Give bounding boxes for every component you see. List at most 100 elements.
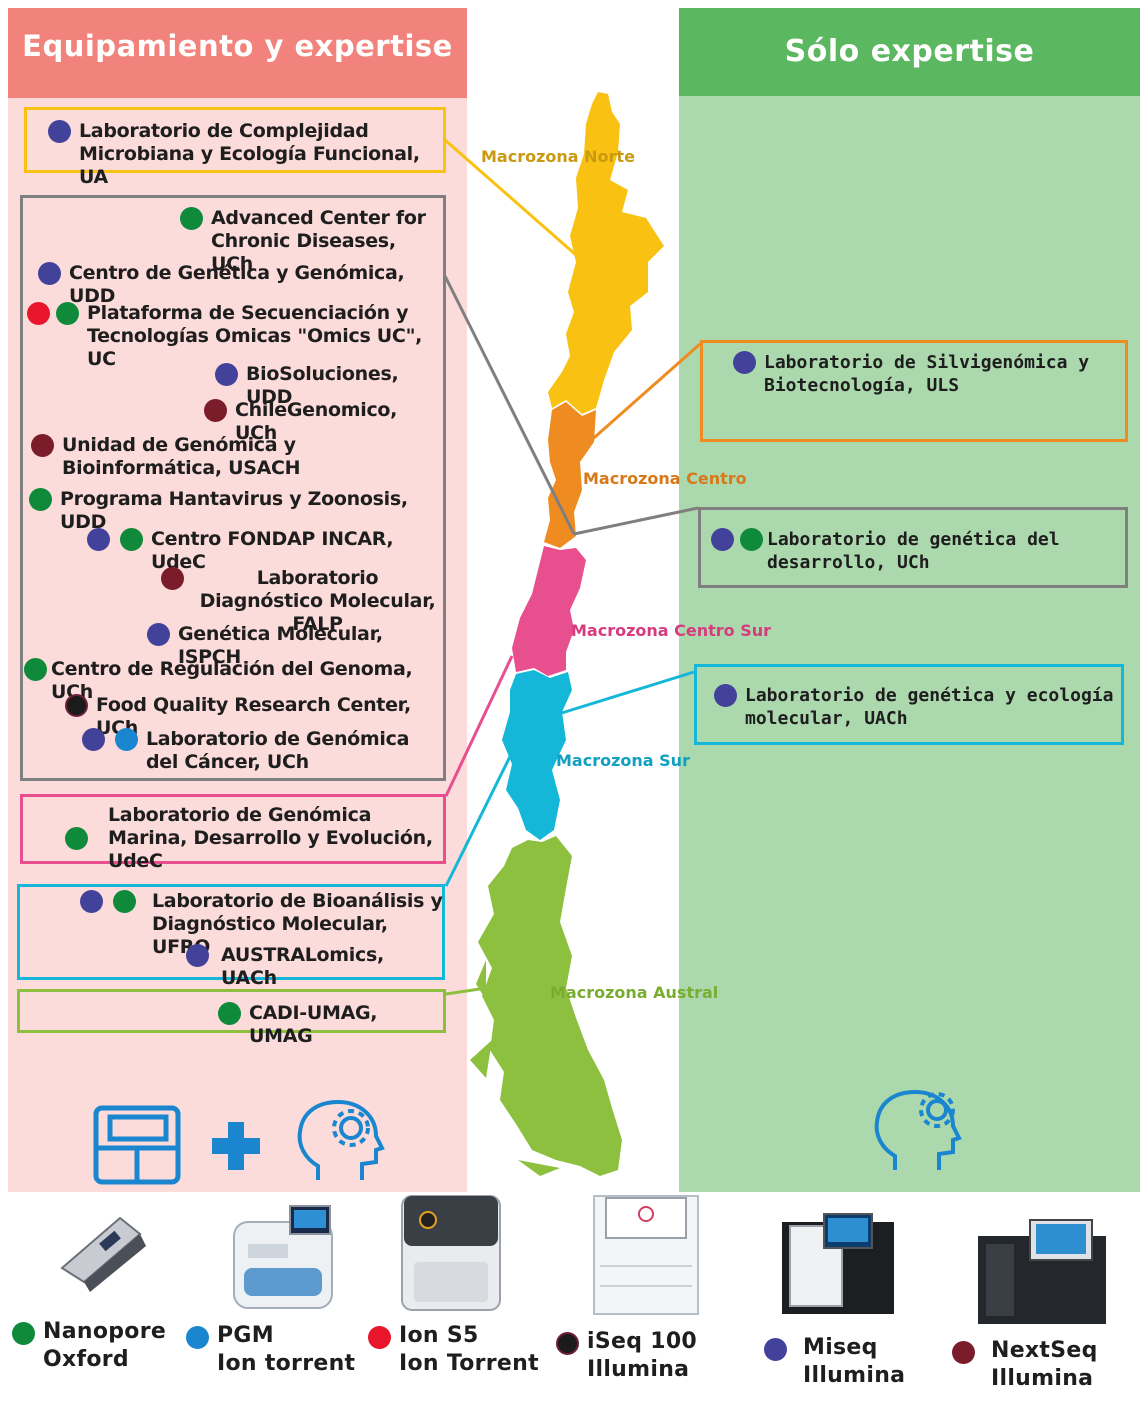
- centro-expertise-box: [700, 340, 1128, 442]
- zone-label-norte: Macrozona Norte: [481, 147, 635, 166]
- zone-label-centro-sur: Macrozona Centro Sur: [571, 621, 772, 640]
- map-zone-sur: [502, 670, 572, 840]
- nanopore-dot-icon: [24, 658, 47, 681]
- lab-cancer-name: Laboratorio de Genómica del Cáncer, UCh: [146, 728, 410, 773]
- lab-genomica-marina: Laboratorio de Genómica Marina, Desarrol…: [65, 804, 443, 873]
- lab-crg-name: Centro de Regulación del Genoma, UCh: [51, 658, 413, 703]
- legend-nanopore-line2: Oxford: [43, 1347, 129, 1372]
- miseq-dot-icon: [48, 120, 71, 143]
- lab-accdis: Advanced Center for Chronic Diseases, UC…: [180, 207, 442, 276]
- lab-ispch: Genética Molecular, ISPCH: [147, 623, 443, 669]
- nanopore-dot-icon: [12, 1322, 35, 1345]
- lab-uls: Laboratorio de Silvigenómica y Biotecnol…: [733, 351, 1123, 397]
- legend-pgm-line2: Ion torrent: [217, 1351, 356, 1376]
- lab-chilegenomico: ChileGenomico, UCh: [204, 399, 444, 445]
- lab-incar: Centro FONDAP INCAR, UdeC: [87, 528, 443, 574]
- miseq-dot-icon: [186, 944, 209, 967]
- nanopore-dot-icon: [65, 827, 88, 850]
- norte-lab-box: [24, 107, 446, 173]
- lab-ua-name: Laboratorio de Complejidad Microbiana y …: [79, 120, 420, 188]
- lab-australomics-name: AUSTRALomics, UACh: [221, 944, 384, 989]
- left-panel-header: Equipamiento y expertise: [8, 8, 467, 98]
- miseq-dot-icon: [714, 684, 737, 707]
- miseq-dot-icon: [87, 528, 110, 551]
- lab-ua: Laboratorio de Complejidad Microbiana y …: [48, 120, 443, 189]
- zone-label-centro: Macrozona Centro: [583, 469, 747, 488]
- legend-iseq-line1: iSeq 100: [587, 1329, 698, 1354]
- map-zone-centro: [544, 402, 596, 548]
- lab-biosoluciones-name: BioSoluciones, UDD: [246, 363, 399, 408]
- nanopore-dot-icon: [113, 890, 136, 913]
- map-zone-centro-sur: [512, 546, 586, 676]
- legend-ion-s5-line2: Ion Torrent: [399, 1351, 539, 1376]
- miseq-dot-icon: [38, 262, 61, 285]
- legend-miseq-line1: Miseq: [803, 1335, 878, 1360]
- pgm-dot-icon: [186, 1326, 209, 1349]
- nanopore-dot-icon: [180, 207, 203, 230]
- map-zone-norte: [548, 92, 664, 414]
- right-panel: [679, 8, 1140, 1192]
- centro-expertise-box-2: [698, 507, 1128, 588]
- centro-sur-lab-box: [20, 794, 446, 864]
- sur-expertise-box: [694, 664, 1124, 745]
- lab-cgg-udd-name: Centro de Genética y Genómica, UDD: [69, 262, 405, 307]
- legend-ion-s5-line1: Ion S5: [399, 1323, 479, 1348]
- legend-nextseq-line2: Illumina: [991, 1366, 1094, 1391]
- map-zone-austral: [478, 836, 622, 1176]
- lab-food-quality: Food Quality Research Center, UCh: [65, 694, 445, 740]
- lab-hantavirus-name: Programa Hantavirus y Zoonosis, UDD: [60, 488, 408, 533]
- legend-miseq-line2: Illumina: [803, 1363, 906, 1388]
- miseq-dot-icon: [82, 728, 105, 751]
- lab-cadi-umag: CADI-UMAG, UMAG: [218, 1002, 444, 1048]
- centro-lab-box: [20, 195, 446, 781]
- lab-cgg-udd: Centro de Genética y Genómica, UDD: [38, 262, 444, 308]
- lab-uls-name: Laboratorio de Silvigenómica y Biotecnol…: [764, 352, 1090, 396]
- lab-falp: Laboratorio Diagnóstico Molecular, FALP: [161, 567, 443, 636]
- austral-lab-box: [17, 989, 446, 1033]
- nanopore-dot-icon: [120, 528, 143, 551]
- miseq-dot-icon: [80, 890, 103, 913]
- nanopore-dot-icon: [740, 528, 763, 551]
- nextseq-dot-icon: [31, 434, 54, 457]
- legend-nextseq-line1: NextSeq: [991, 1338, 1098, 1363]
- lab-uach: Laboratorio de genética y ecología molec…: [714, 684, 1118, 730]
- iseq-dot-icon: [65, 694, 88, 717]
- lab-usach-name: Unidad de Genómica y Bioinformática, USA…: [62, 434, 301, 479]
- legend-nanopore-line1: Nanopore: [43, 1319, 167, 1344]
- lab-cadi-umag-name: CADI-UMAG, UMAG: [249, 1002, 378, 1047]
- lab-genomica-marina-name: Laboratorio de Genómica Marina, Desarrol…: [108, 804, 433, 872]
- nanopore-dot-icon: [56, 302, 79, 325]
- lab-desarrollo-uch: Laboratorio de genética del desarrollo, …: [711, 528, 1121, 574]
- lab-australomics: AUSTRALomics, UACh: [186, 944, 444, 990]
- lab-chilegenomico-name: ChileGenomico, UCh: [235, 399, 398, 444]
- lab-usach: Unidad de Genómica y Bioinformática, USA…: [31, 434, 443, 480]
- zone-label-austral: Macrozona Austral: [550, 983, 719, 1002]
- lab-crg: Centro de Regulación del Genoma, UCh: [24, 658, 444, 704]
- legend-ion-s5: Ion S5 Ion Torrent: [368, 1322, 539, 1378]
- lab-uach-name: Laboratorio de genética y ecología molec…: [745, 685, 1114, 729]
- ion-s5-dot-icon: [368, 1326, 391, 1349]
- lab-ufro: Laboratorio de Bioanálisis y Diagnóstico…: [80, 890, 444, 959]
- sur-lab-box: [17, 884, 445, 980]
- lab-omics-uc: Plataforma de Secuenciación y Tecnología…: [27, 302, 443, 371]
- nextseq-dot-icon: [952, 1341, 975, 1364]
- miseq-dot-icon: [764, 1338, 787, 1361]
- lab-ispch-name: Genética Molecular, ISPCH: [178, 623, 383, 668]
- nanopore-dot-icon: [218, 1002, 241, 1025]
- nextseq-dot-icon: [204, 399, 227, 422]
- miseq-dot-icon: [147, 623, 170, 646]
- iseq-dot-icon: [556, 1332, 579, 1355]
- lab-cancer: Laboratorio de Genómica del Cáncer, UCh: [82, 728, 444, 774]
- left-panel: [8, 8, 467, 1192]
- lab-incar-name: Centro FONDAP INCAR, UdeC: [151, 528, 394, 573]
- right-panel-header: Sólo expertise: [679, 8, 1140, 96]
- lab-hantavirus: Programa Hantavirus y Zoonosis, UDD: [29, 488, 443, 534]
- lab-ufro-name: Laboratorio de Bioanálisis y Diagnóstico…: [152, 890, 443, 958]
- lab-accdis-name: Advanced Center for Chronic Diseases, UC…: [211, 207, 426, 275]
- lab-falp-name: Laboratorio Diagnóstico Molecular, FALP: [199, 567, 436, 635]
